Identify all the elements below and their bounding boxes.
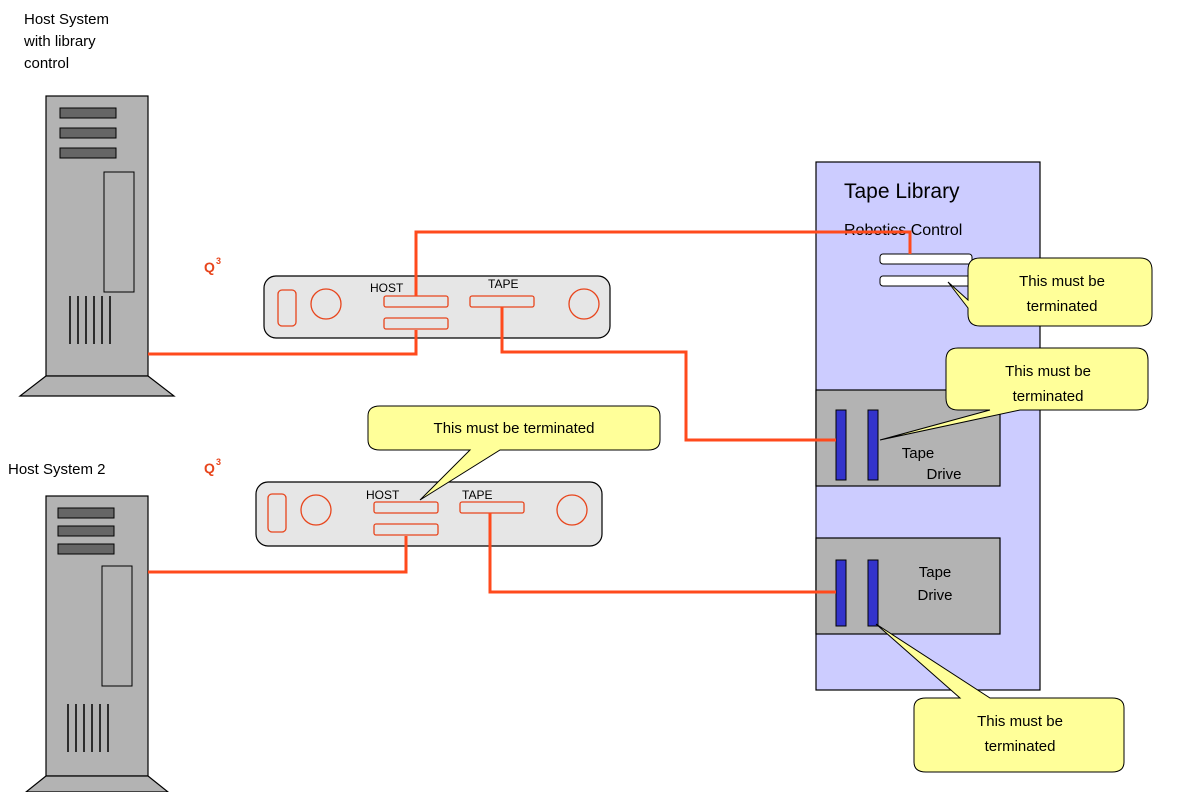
drive1-label-line2: Drive <box>926 466 961 483</box>
bridge-top-knob <box>310 288 342 320</box>
bridge-top-logo-sup: 3 <box>216 256 221 266</box>
callout-robotics: This must be terminated <box>947 257 1153 327</box>
callout-drive2-bubble <box>875 623 1125 773</box>
cable-host1-to-bridge-top <box>148 330 418 356</box>
callout-drive2-line2: terminated <box>985 738 1056 755</box>
host2-drive-bay <box>57 507 115 519</box>
host1-label-line2: with library <box>23 33 96 50</box>
host2-panel <box>101 565 133 687</box>
host2-drive-bay <box>57 525 115 537</box>
host-system-2: Host System 2 <box>8 461 169 792</box>
drive2-label-line1: Tape <box>919 564 952 581</box>
host2-vent <box>67 704 109 752</box>
bridge-top-knob <box>568 288 600 320</box>
bridge-bottom-port <box>267 493 287 533</box>
callout-drive1-line2: terminated <box>1013 388 1084 405</box>
tape-library-title: Tape Library <box>844 180 960 203</box>
host1-label-line1: Host System <box>24 11 109 28</box>
host1-base <box>18 375 176 397</box>
callout-drive1-bubble <box>879 347 1149 441</box>
drive2-label-line2: Drive <box>917 587 952 604</box>
host1-drive-bay <box>59 147 117 159</box>
host2-base <box>25 775 169 792</box>
bridge-bottom-logo: Q <box>204 460 215 476</box>
cable-bridge-bottom-to-drive2 <box>488 513 836 594</box>
bridge-bottom-knob <box>556 494 588 526</box>
cable-host2-to-bridge-bottom <box>148 536 408 574</box>
drive2-connector <box>867 559 879 627</box>
drive1-connector <box>835 409 847 481</box>
bridge-top-port <box>277 289 297 327</box>
bridge-top-host-label: HOST <box>370 281 404 295</box>
host1-vent <box>69 296 111 344</box>
host2-drive-bay <box>57 543 115 555</box>
tape-library: Tape Library Robotics Control Tape Drive… <box>815 161 1041 691</box>
host1-panel <box>103 171 135 293</box>
bridge-bottom-host-port <box>373 501 439 514</box>
drive2-connector <box>835 559 847 627</box>
bridge-bottom-tape-label: TAPE <box>462 488 492 502</box>
bridge-bottom-chassis <box>255 481 603 547</box>
bridge-top-logo: Q <box>204 259 215 275</box>
drive1-connector <box>867 409 879 481</box>
host2-label: Host System 2 <box>8 461 106 478</box>
bridge-bottom-host-port <box>373 523 439 536</box>
drive1-label-line1: Tape <box>902 445 935 462</box>
callout-bridge-text: This must be terminated <box>434 420 595 437</box>
bridge-top-tape-label: TAPE <box>488 277 518 291</box>
robotics-connector <box>879 253 973 265</box>
callout-drive1: This must be terminated <box>879 347 1149 441</box>
cable-bridge-top-to-robotics <box>414 230 912 296</box>
bridge-bottom-knob <box>300 494 332 526</box>
bridge-bottom-logo-sup: 3 <box>216 457 221 467</box>
callout-drive2-line1: This must be <box>977 713 1063 730</box>
host1-label-line3: control <box>24 55 69 72</box>
callout-bridge-bubble <box>367 405 661 501</box>
bridge-top: Q 3 HOST TAPE <box>204 256 611 339</box>
host2-tower-icon <box>45 495 149 777</box>
bridge-bottom-host-label: HOST <box>366 488 400 502</box>
robotics-connector <box>879 275 973 287</box>
callout-robotics-bubble <box>947 257 1153 327</box>
host-system-1: Host System with library control <box>18 11 176 397</box>
host1-drive-bay <box>59 107 117 119</box>
bridge-bottom-tape-port <box>459 501 525 514</box>
bridge-bottom: Q 3 HOST TAPE <box>204 457 603 547</box>
bridge-top-host-port <box>383 317 449 330</box>
tape-drive-2 <box>815 537 1001 635</box>
callout-drive2: This must be terminated <box>875 623 1125 773</box>
cables <box>148 230 912 594</box>
callout-drive1-line1: This must be <box>1005 363 1091 380</box>
callout-robotics-line1: This must be <box>1019 273 1105 290</box>
callout-robotics-line2: terminated <box>1027 298 1098 315</box>
callout-bridge: This must be terminated <box>367 405 661 501</box>
cable-bridge-top-to-drive1 <box>500 307 836 442</box>
host1-drive-bay <box>59 127 117 139</box>
